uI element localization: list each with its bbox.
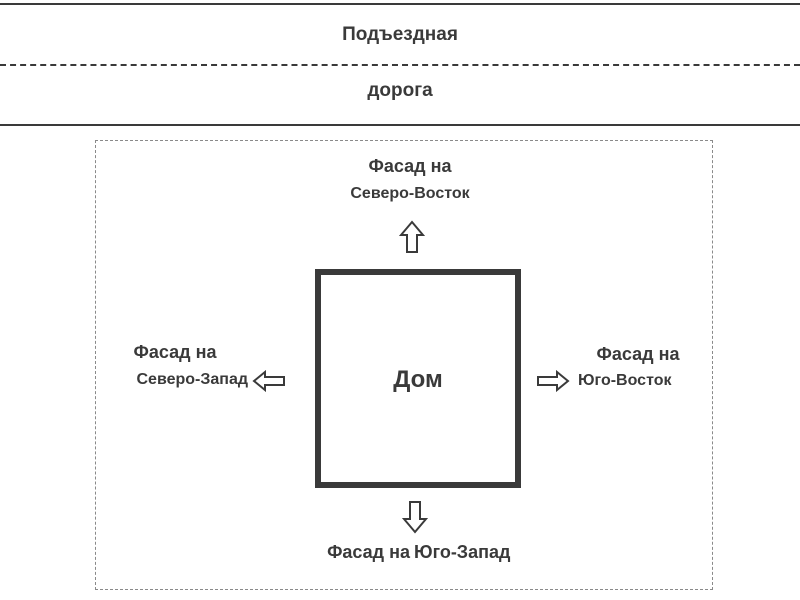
road-label-line2: дорога <box>367 80 433 101</box>
facade-northwest-line1: Фасад на <box>133 342 217 362</box>
facade-northeast-line1: Фасад на <box>368 156 452 176</box>
lot-boundary <box>95 140 713 590</box>
facade-northwest-line2: Северо-Запад <box>136 371 249 388</box>
house-label: Дом <box>393 366 443 393</box>
house-outline <box>315 269 521 488</box>
road-center-line <box>0 64 800 66</box>
road-top-edge <box>0 3 800 5</box>
arrow-left-icon <box>252 370 286 392</box>
road-label-line1: Подъездная <box>342 24 458 45</box>
facade-southwest-line2: Юго-Запад <box>414 542 511 562</box>
arrow-right-icon <box>536 370 570 392</box>
facade-southeast-line2: Юго-Восток <box>578 372 672 389</box>
facade-southeast-line1: Фасад на <box>596 344 680 364</box>
arrow-down-icon <box>402 500 428 534</box>
road-bottom-edge <box>0 124 800 126</box>
facade-northeast-line2: Северо-Восток <box>350 185 470 202</box>
facade-southwest-line1: Фасад на <box>327 542 410 562</box>
arrow-up-icon <box>399 220 425 254</box>
